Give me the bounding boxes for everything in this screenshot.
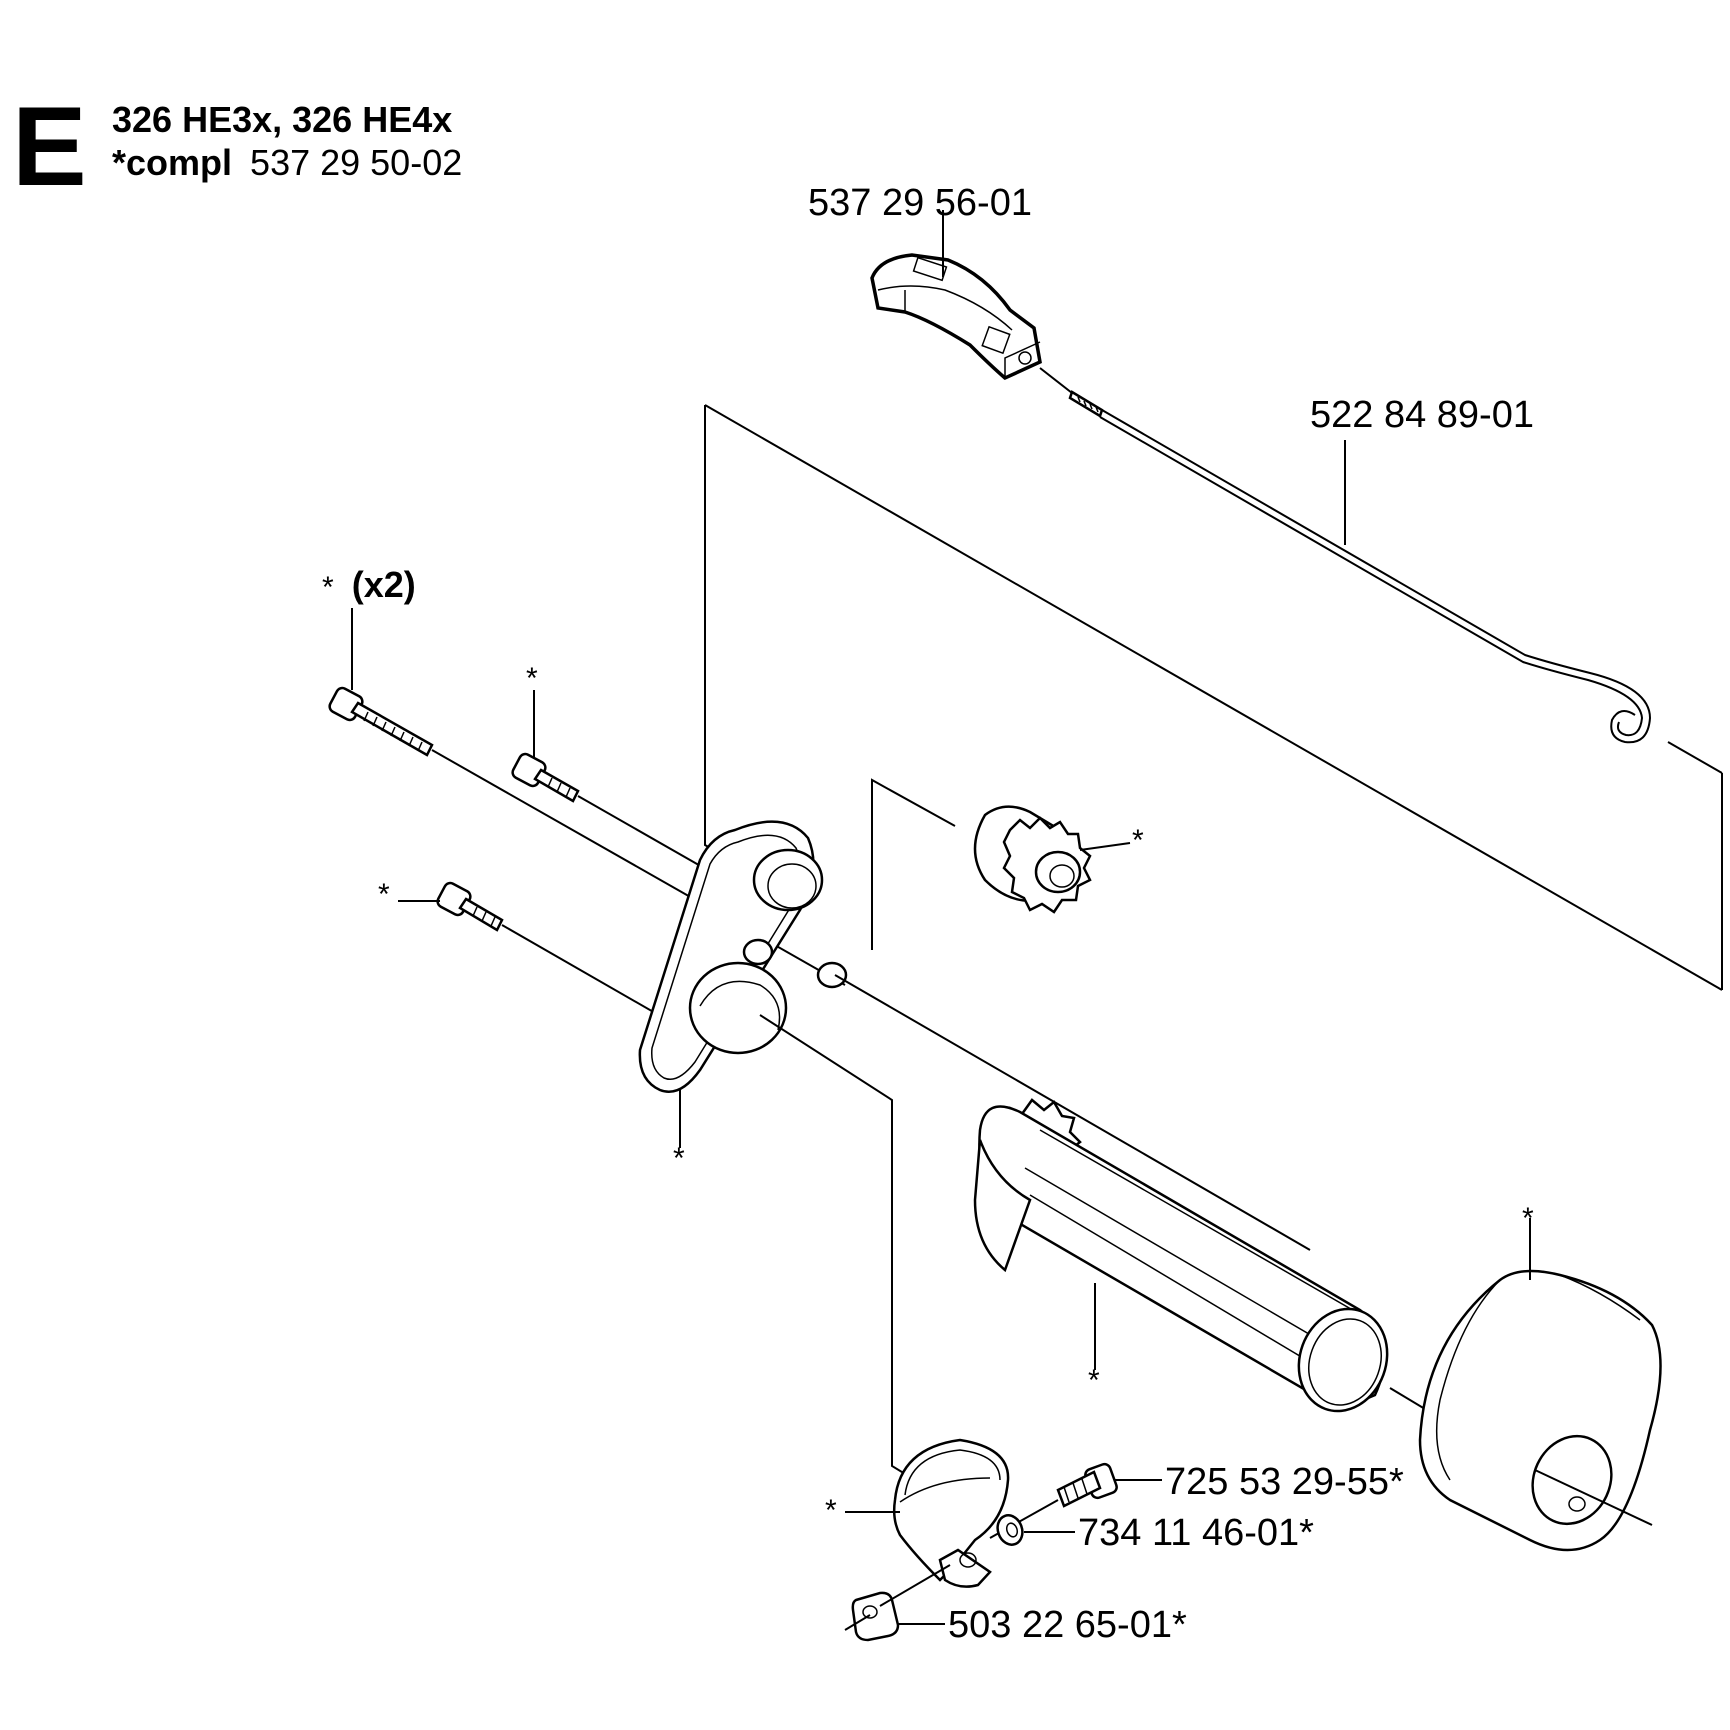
label-clamp: * [825, 1494, 837, 1527]
label-short-screw-left: * [378, 878, 390, 911]
pinion-gear-part [973, 805, 1131, 914]
long-screw-part [328, 608, 846, 986]
short-screw-upper-part [511, 690, 761, 901]
clamp-part [845, 1438, 1010, 1588]
label-pinion-gear: * [1132, 824, 1144, 857]
bracket-part [638, 820, 916, 1481]
short-screw-left-part [398, 881, 691, 1034]
compl-line: *compl 537 29 50-02 [112, 142, 462, 183]
assembly-outline [704, 404, 1723, 991]
top-handle-part [870, 210, 1042, 381]
long-screw-star: * [322, 571, 334, 604]
throttle-wire-part [1039, 367, 1652, 744]
label-bracket: * [673, 1142, 685, 1175]
label-washer: 734 11 46-01* [1078, 1512, 1314, 1554]
compl-number: 537 29 50-02 [250, 142, 462, 183]
compl-prefix: *compl [112, 142, 232, 183]
clamp-screw-part [989, 1462, 1162, 1539]
washer-part [996, 1514, 1075, 1546]
square-nut-part [844, 1564, 951, 1642]
label-gear-tube: * [1088, 1364, 1100, 1397]
model-title: 326 HE3x, 326 HE4x [112, 99, 452, 140]
label-long-screw: * (x2) [322, 564, 416, 605]
label-throttle-wire: 522 84 89-01 [1310, 394, 1534, 436]
label-end-cap: * [1522, 1202, 1534, 1235]
gear-tube-part [834, 974, 1389, 1413]
long-screw-qty: (x2) [352, 564, 416, 605]
label-square-nut: 503 22 65-01* [948, 1604, 1187, 1646]
label-short-screw-upper: * [526, 662, 538, 695]
end-cap-part [1389, 1218, 1662, 1552]
section-letter: E [12, 84, 87, 209]
label-handle-top: 537 29 56-01 [808, 182, 1032, 224]
label-clamp-screw: 725 53 29-55* [1165, 1461, 1404, 1503]
